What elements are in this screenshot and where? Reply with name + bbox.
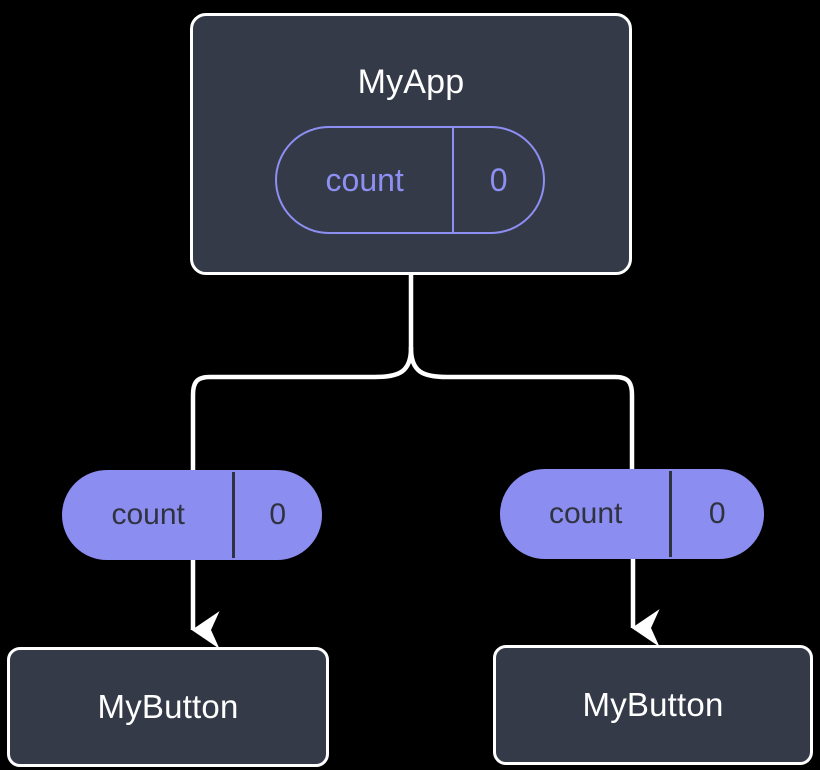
state-pill-value: 0 — [669, 471, 762, 557]
state-pill-key: count — [549, 497, 623, 530]
state-pill-left[interactable]: count 0 — [62, 470, 322, 560]
component-box-mybutton-left[interactable]: MyButton — [7, 647, 329, 767]
state-pill-right[interactable]: count 0 — [500, 469, 764, 559]
state-pill-value: 0 — [452, 128, 543, 232]
component-title-mybutton: MyButton — [582, 686, 724, 723]
component-box-mybutton-right[interactable]: MyButton — [493, 645, 813, 765]
state-pill-key: count — [111, 498, 185, 531]
state-pill-key: count — [325, 161, 404, 198]
state-pill-value: 0 — [232, 472, 320, 558]
component-title-mybutton: MyButton — [97, 688, 239, 725]
state-pill-myapp[interactable]: count 0 — [275, 126, 545, 234]
edge-fork-left — [190, 345, 414, 473]
edge-fork-right — [408, 345, 635, 473]
component-title-myapp: MyApp — [357, 63, 465, 101]
